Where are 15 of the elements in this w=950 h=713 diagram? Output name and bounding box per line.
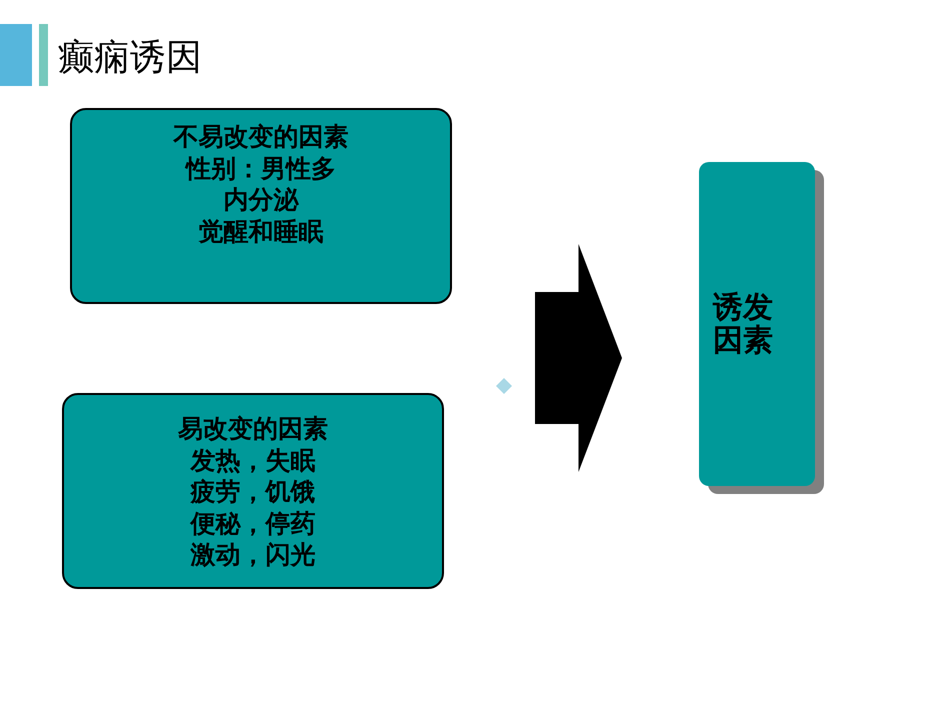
list-item: 内分泌 xyxy=(224,185,298,216)
list-item: 性别：男性多 xyxy=(186,154,336,185)
box-heading: 易改变的因素 xyxy=(178,414,328,445)
slide-title: 癫痫诱因 xyxy=(58,36,202,78)
list-item: 激动，闪光 xyxy=(190,540,316,572)
block-arrow xyxy=(535,244,622,472)
list-item: 疲劳，饥饿 xyxy=(190,477,316,508)
list-item: 便秘，停药 xyxy=(190,508,316,540)
list-item: 发热，失眠 xyxy=(190,446,316,477)
box-heading: 不易改变的因素 xyxy=(174,122,348,153)
box-label: 诱发因素 xyxy=(713,291,774,357)
process-box xyxy=(70,108,452,304)
process-box xyxy=(62,393,444,589)
list-item: 觉醒和睡眠 xyxy=(198,216,324,248)
result-box xyxy=(699,162,815,486)
